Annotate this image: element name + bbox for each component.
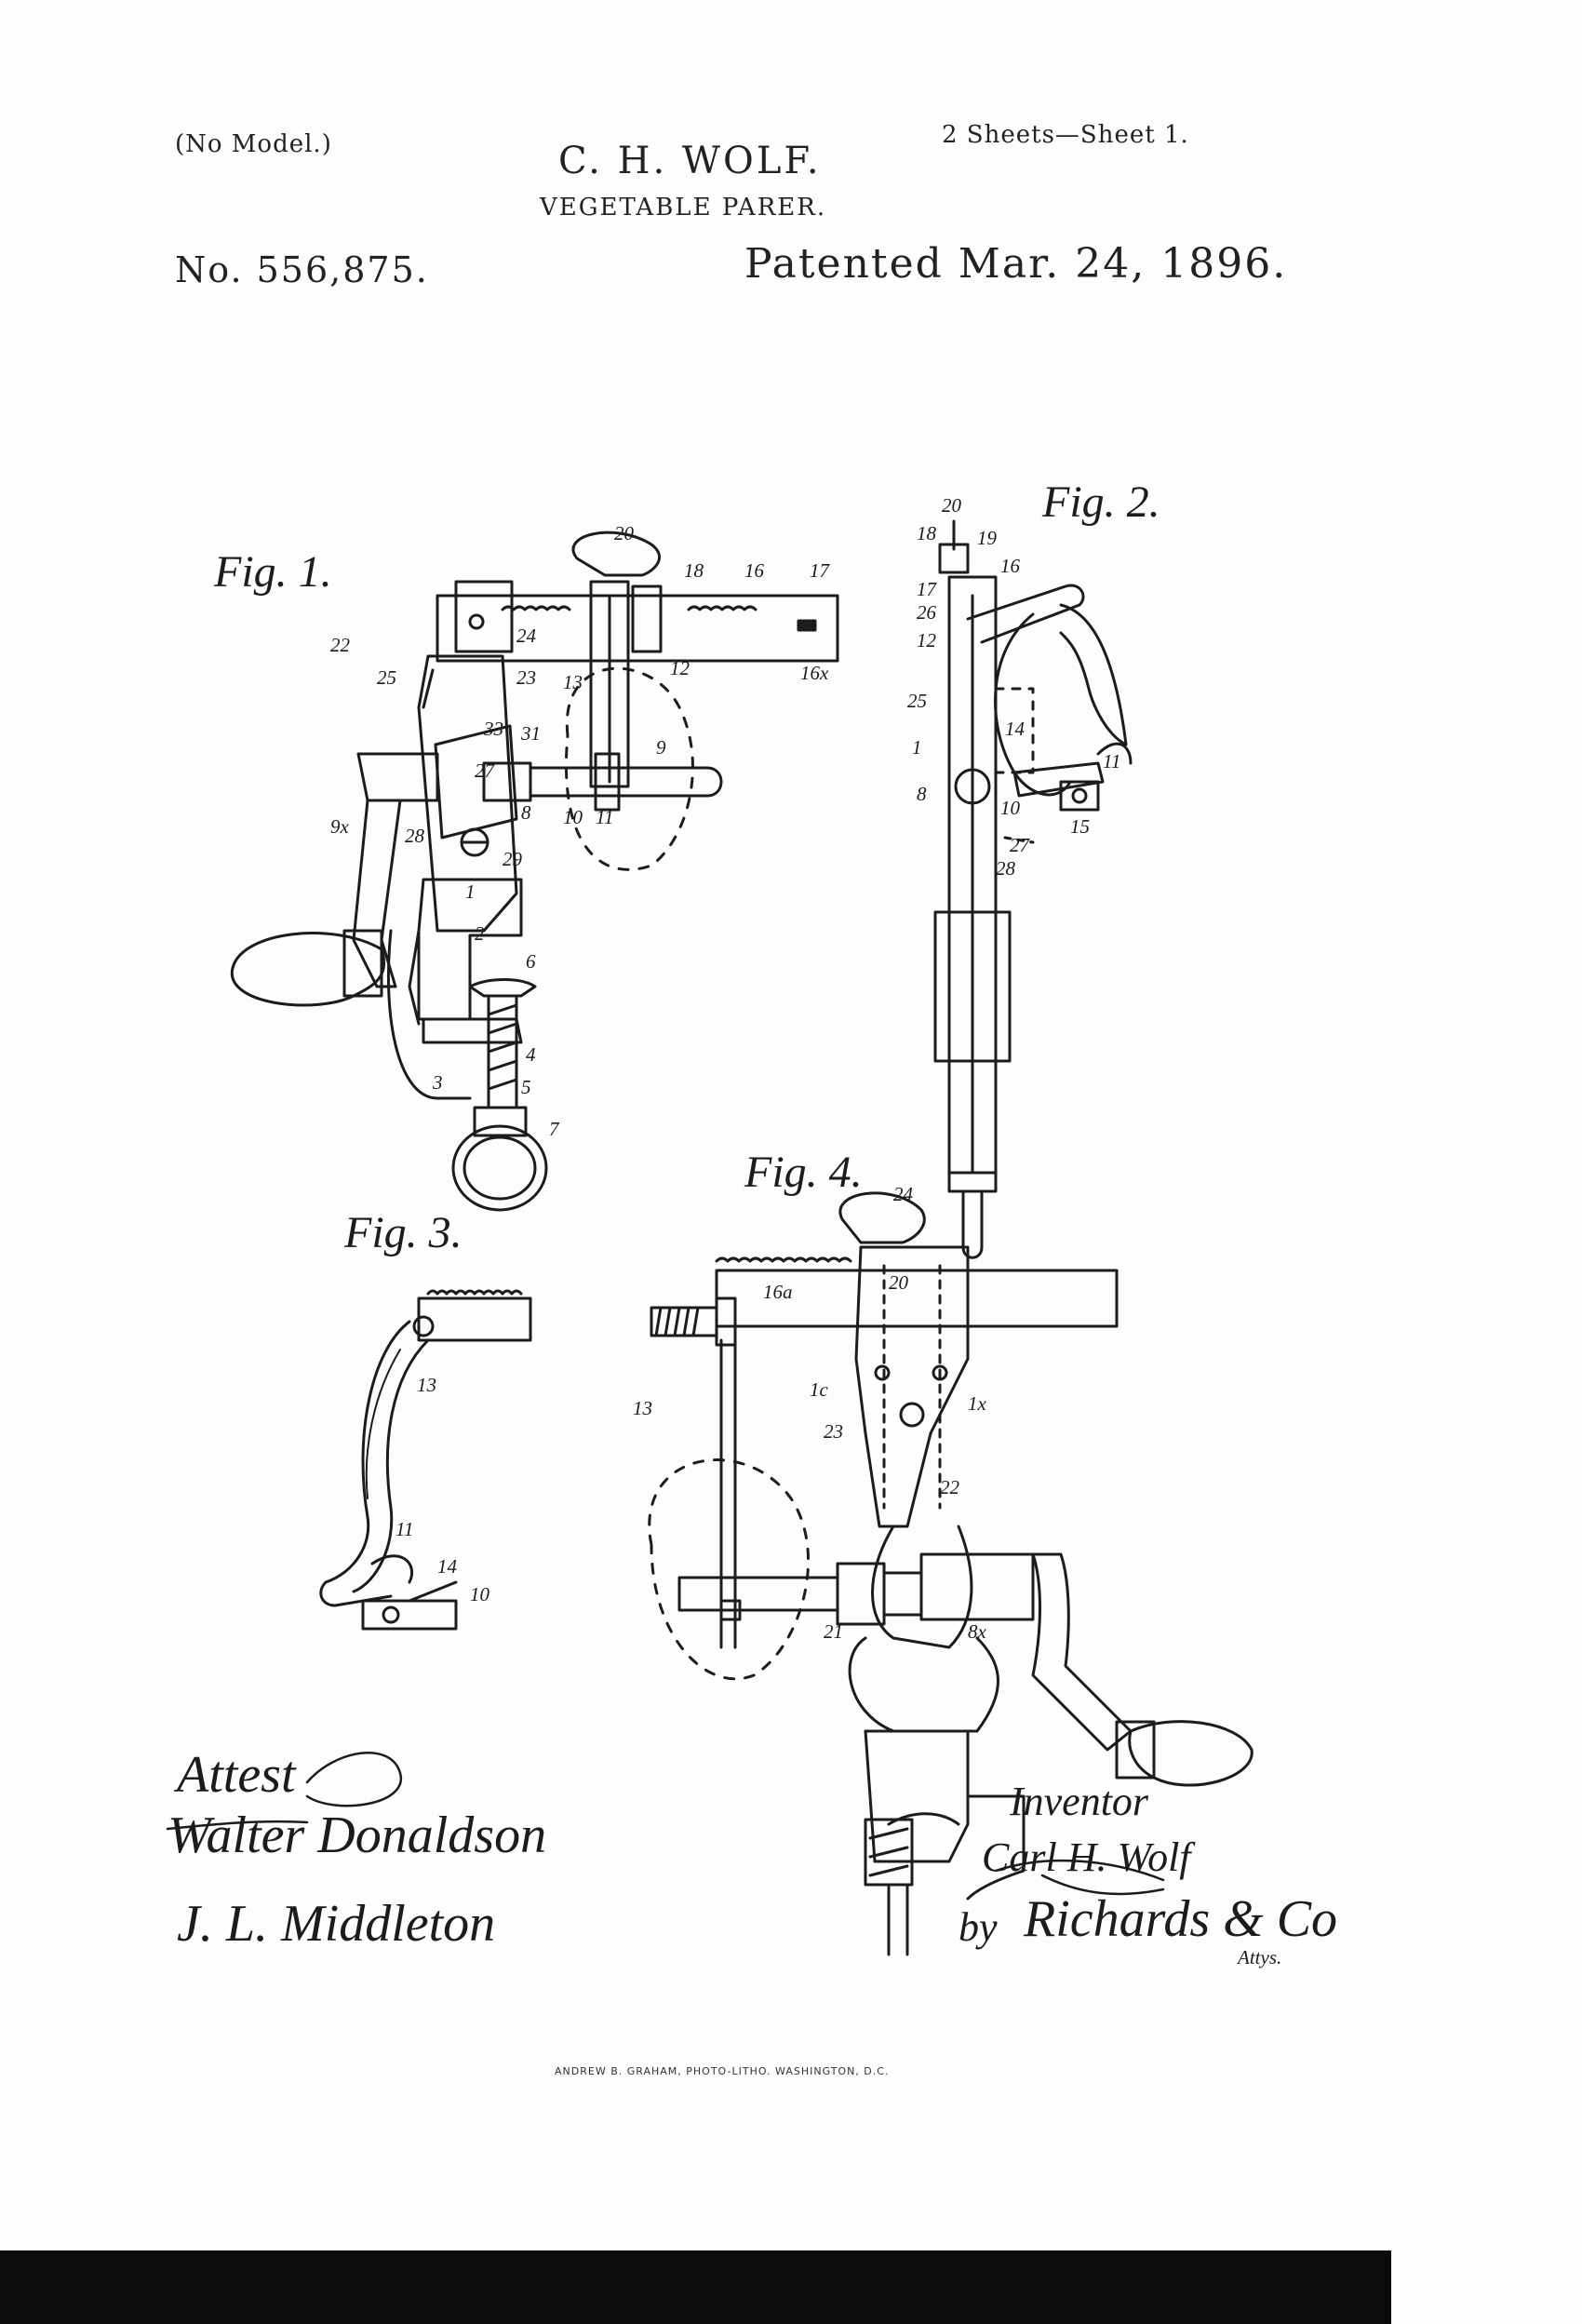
fig2-ref: 11 [1103, 750, 1120, 772]
fig3-ref: 13 [417, 1374, 436, 1396]
fig1-ref: 20 [614, 522, 635, 544]
fig3-ref: 11 [396, 1518, 413, 1540]
fig4-ref: 22 [940, 1476, 960, 1498]
fig4-ref: 23 [824, 1420, 843, 1443]
fig1-ref: 18 [684, 559, 704, 582]
fig2-ref: 14 [1005, 718, 1026, 740]
fig4-ref: 8x [968, 1620, 987, 1643]
figure-3-drawing [319, 1289, 532, 1631]
fig4-ref: 16a [763, 1281, 793, 1303]
fig2-ref: 1 [912, 736, 922, 759]
figure-1-labels: Fig. 1. 20 18 16 17 16x 22 25 24 23 13 1… [213, 522, 831, 1140]
fig1-ref: 25 [377, 666, 396, 689]
fig1-ref: 29 [503, 848, 523, 870]
fig2-ref: 15 [1070, 815, 1090, 838]
fig1-ref: 9x [330, 815, 350, 838]
fig2-ref: 8 [917, 783, 927, 805]
lithographer-imprint: ANDREW B. GRAHAM, PHOTO-LITHO. WASHINGTO… [555, 2065, 890, 2077]
signature-block: Attest Walter Donaldson J. L. Middleton … [168, 1746, 1337, 1968]
fig1-ref: 9 [656, 736, 666, 759]
model-note: (No Model.) [175, 130, 332, 158]
figure-1-label: Fig. 1. [213, 547, 332, 597]
fig1-ref: 5 [521, 1076, 531, 1098]
fig1-ref: 12 [670, 657, 690, 679]
fig2-ref: 20 [942, 494, 962, 517]
fig1-ref: 16 [744, 559, 765, 582]
fig1-ref: 24 [516, 625, 537, 647]
fig1-ref: 2 [475, 922, 485, 945]
fig4-ref: 1c [810, 1378, 829, 1401]
fig1-ref: 16x [800, 662, 829, 684]
fig1-ref: 31 [520, 722, 541, 745]
figure-2-drawing [933, 519, 1133, 1259]
figure-2-labels: Fig. 2. 20 18 19 16 17 26 12 25 1 14 11 … [907, 477, 1160, 880]
attest-label: Attest [173, 1746, 297, 1804]
by-word: by [959, 1904, 998, 1950]
invention-title: VEGETABLE PARER. [540, 194, 827, 222]
figure-3-label: Fig. 3. [343, 1208, 463, 1257]
fig2-ref: 18 [917, 522, 937, 544]
fig1-ref: 27 [475, 759, 496, 782]
fig1-ref: 3 [432, 1071, 443, 1094]
inventor-signature: Carl H. Wolf [982, 1834, 1196, 1880]
figure-1-drawing [230, 531, 839, 1212]
figure-4-label: Fig. 4. [744, 1148, 863, 1197]
fig3-ref: 10 [470, 1583, 490, 1605]
fig1-ref: 13 [563, 671, 583, 693]
fig2-ref: 10 [1000, 797, 1021, 819]
fig1-ref: 33 [483, 718, 503, 740]
sheet-count: 2 Sheets—Sheet 1. [942, 121, 1189, 149]
fig1-ref: 8 [521, 801, 531, 824]
fig1-ref: 11 [596, 806, 613, 828]
patent-date: Patented Mar. 24, 1896. [744, 240, 1288, 288]
fig2-ref: 12 [917, 629, 937, 652]
fig1-ref: 28 [405, 825, 425, 847]
fig1-ref: 6 [526, 950, 536, 973]
patent-number: No. 556,875. [175, 249, 429, 290]
fig4-ref: 13 [633, 1397, 652, 1419]
inventor-label: Inventor [1009, 1779, 1149, 1824]
figure-3-labels: Fig. 3. 13 11 14 10 [343, 1208, 490, 1605]
fig1-ref: 7 [549, 1118, 560, 1140]
fig1-ref: 1 [465, 880, 476, 903]
figure-4-drawing [648, 1191, 1254, 1956]
fig2-ref: 26 [917, 601, 937, 624]
attys-label: Attys. [1236, 1946, 1281, 1968]
signature-flourishes [166, 1751, 1165, 1896]
witness-2-signature: J. L. Middleton [177, 1895, 495, 1953]
scan-edge [0, 2250, 1391, 2324]
fig2-ref: 28 [996, 857, 1016, 880]
fig1-ref: 4 [526, 1043, 536, 1066]
witness-1-signature: Walter Donaldson [168, 1807, 546, 1864]
fig1-ref: 23 [516, 666, 536, 689]
attorney-signature: Richards & Co [1023, 1890, 1337, 1948]
fig4-ref: 21 [824, 1620, 843, 1643]
fig2-ref: 16 [1000, 555, 1021, 577]
figure-2-label: Fig. 2. [1041, 477, 1160, 527]
fig4-ref: 24 [893, 1183, 914, 1205]
fig2-ref: 25 [907, 690, 927, 712]
fig4-ref: 20 [889, 1271, 909, 1294]
fig3-ref: 14 [437, 1555, 458, 1578]
fig2-ref: 27 [1010, 834, 1031, 856]
inventor-heading: C. H. WOLF. [558, 140, 822, 182]
fig2-ref: 17 [917, 578, 938, 600]
fig1-ref: 22 [330, 634, 351, 656]
fig2-ref: 19 [977, 527, 998, 549]
fig4-ref: 1x [968, 1392, 987, 1415]
figure-4-labels: Fig. 4. 24 20 16a 13 1c 23 1x 22 21 8x [633, 1148, 987, 1643]
fig1-ref: 10 [563, 806, 583, 828]
fig1-ref: 17 [810, 559, 831, 582]
